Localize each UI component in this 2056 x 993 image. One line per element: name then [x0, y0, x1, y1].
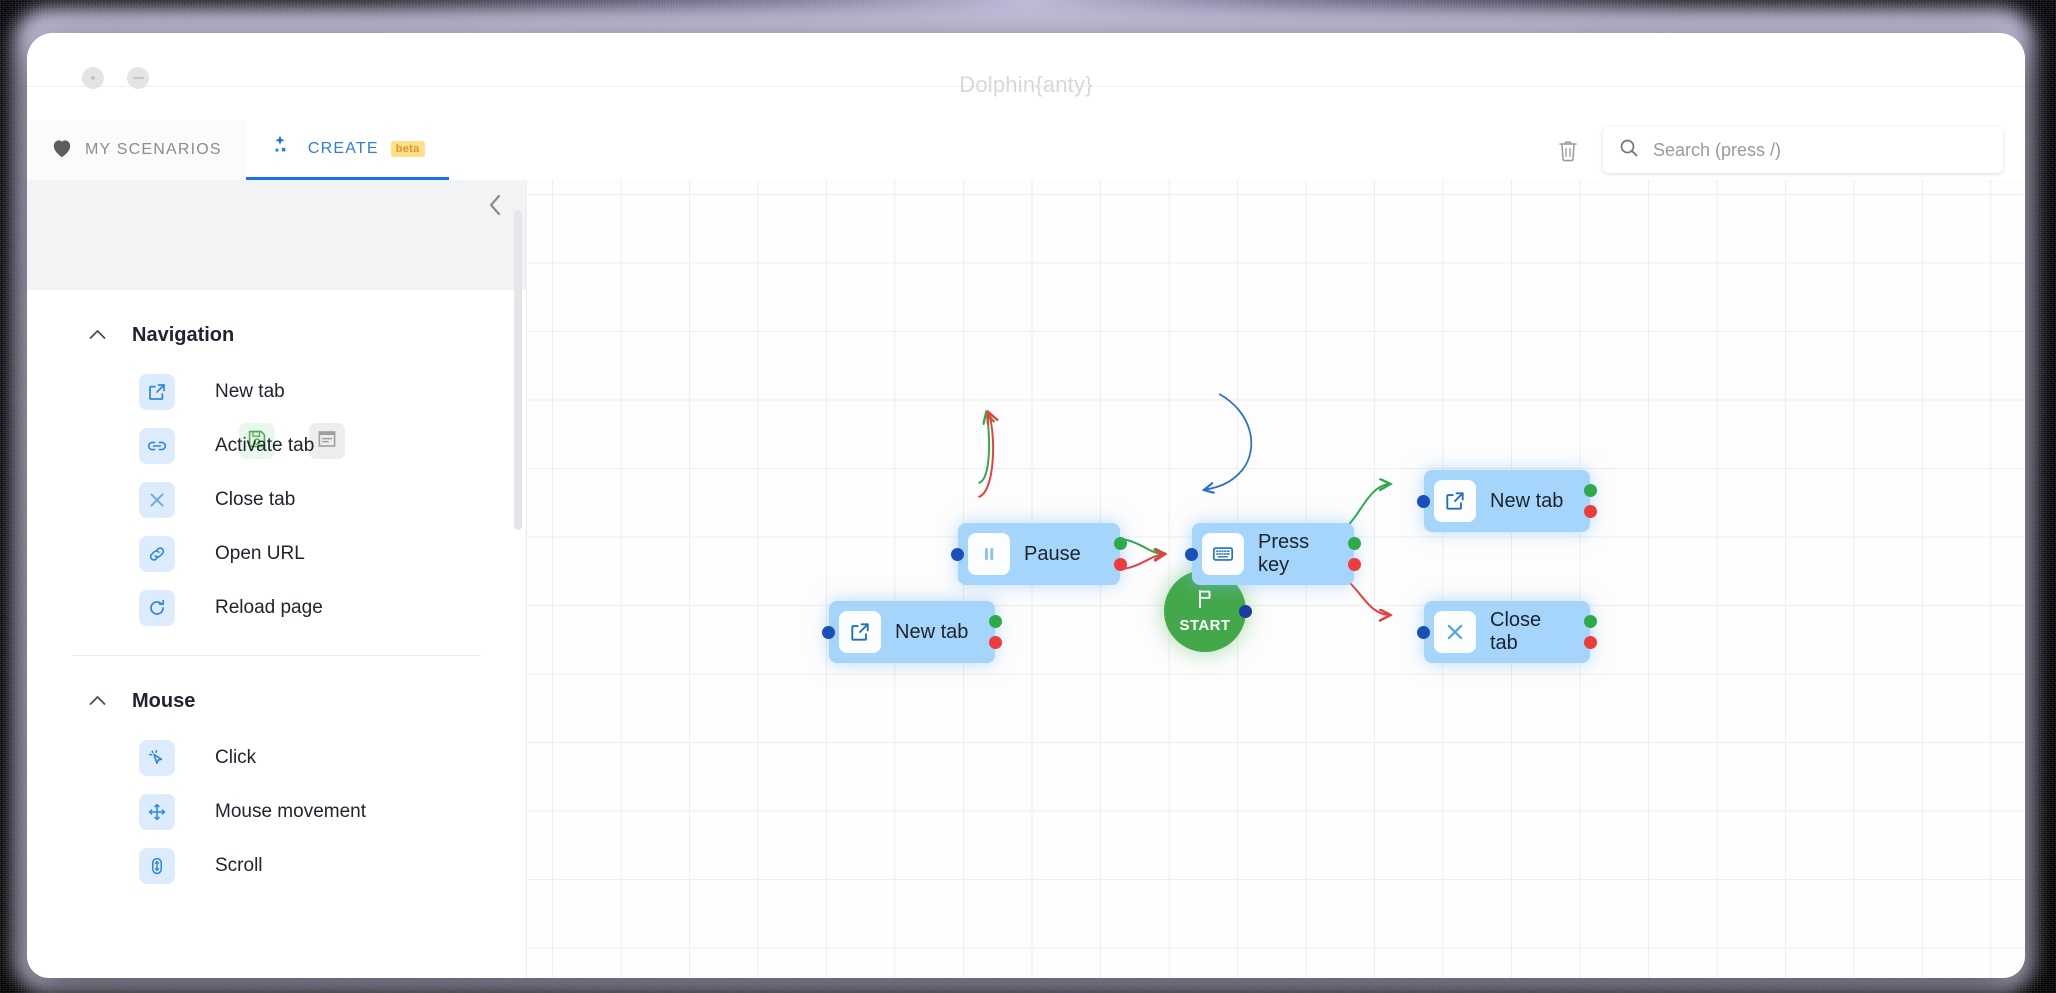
external-link-icon	[839, 611, 881, 653]
minimize-button[interactable]	[127, 67, 149, 89]
heart-icon	[51, 138, 73, 163]
sidebar-item-label: Open URL	[215, 543, 305, 564]
group-title-navigation: Navigation	[132, 324, 235, 346]
sidebar-item-activate-tab[interactable]: Activate tab	[27, 419, 526, 473]
external-link-icon	[1434, 480, 1476, 522]
tab-my-scenarios[interactable]: MY SCENARIOS	[27, 120, 246, 180]
move-arrows-icon	[139, 794, 175, 830]
group-title-mouse: Mouse	[132, 690, 196, 712]
sidebar: Navigation New tab	[27, 180, 527, 978]
sidebar-header	[27, 180, 526, 290]
sidebar-item-click[interactable]: Click	[27, 731, 526, 785]
sidebar-item-label: New tab	[215, 381, 285, 402]
sparkle-icon	[270, 134, 296, 163]
title-bar: Dolphin{anty}	[27, 33, 2025, 97]
sidebar-item-label: Click	[215, 747, 257, 768]
node-close-tab[interactable]: Close tab	[1417, 601, 1597, 663]
start-node-label: START	[1179, 617, 1231, 634]
beta-badge: beta	[390, 140, 425, 157]
error-output-port[interactable]	[989, 636, 1002, 649]
group-header-navigation[interactable]: Navigation	[27, 290, 526, 365]
close-button[interactable]	[82, 67, 104, 89]
sidebar-scrollbar[interactable]	[514, 210, 522, 530]
close-x-icon	[1434, 611, 1476, 653]
group-header-mouse[interactable]: Mouse	[27, 656, 526, 731]
pause-icon	[968, 533, 1010, 575]
sidebar-item-label: Mouse movement	[215, 801, 367, 822]
cursor-click-icon	[139, 740, 175, 776]
external-link-icon	[139, 374, 175, 410]
search-input[interactable]	[1653, 139, 1987, 161]
tab-create-label: CREATE	[307, 139, 379, 157]
group-divider	[72, 655, 481, 656]
tab-bar: MY SCENARIOS CREATE beta	[27, 120, 527, 180]
input-port[interactable]	[1417, 494, 1430, 508]
action-list[interactable]: Navigation New tab	[27, 290, 526, 978]
close-icon	[91, 76, 95, 80]
chevron-up-icon	[89, 694, 106, 709]
note-window-icon	[317, 429, 337, 454]
input-port[interactable]	[1417, 625, 1430, 639]
error-output-port[interactable]	[1114, 558, 1127, 571]
input-port[interactable]	[1185, 547, 1198, 561]
tab-create[interactable]: CREATE beta	[245, 120, 449, 180]
sidebar-item-label: Activate tab	[215, 435, 315, 456]
chevron-left-icon[interactable]	[482, 192, 508, 218]
scenario-canvas[interactable]: START New tab	[528, 180, 2025, 978]
chain-link-icon	[139, 536, 175, 572]
success-output-port[interactable]	[1114, 537, 1127, 550]
sidebar-item-close-tab[interactable]: Close tab	[27, 473, 526, 527]
app-window: Dolphin{anty} MY SCENARIOS CREATE beta	[27, 33, 2025, 978]
trash-icon[interactable]	[1553, 135, 1583, 165]
node-label: Close tab	[1490, 609, 1542, 654]
start-output-port[interactable]	[1239, 604, 1252, 618]
node-label: New tab	[1490, 489, 1564, 512]
sidebar-item-label: Reload page	[215, 597, 323, 618]
search-box[interactable]	[1603, 127, 2003, 173]
sidebar-item-label: Close tab	[215, 489, 296, 510]
node-pause[interactable]: Pause	[951, 523, 1127, 585]
sidebar-item-scroll[interactable]: Scroll	[27, 839, 526, 893]
save-disk-icon	[247, 429, 267, 454]
tab-my-scenarios-label: MY SCENARIOS	[85, 141, 222, 158]
error-output-port[interactable]	[1584, 636, 1597, 649]
node-new-tab-1[interactable]: New tab	[822, 601, 1002, 663]
error-output-port[interactable]	[1348, 558, 1361, 571]
sidebar-item-mouse-movement[interactable]: Mouse movement	[27, 785, 526, 839]
keyboard-icon	[1202, 533, 1244, 575]
input-port[interactable]	[822, 625, 835, 639]
link-tab-icon	[139, 428, 175, 464]
save-button[interactable]	[239, 423, 275, 459]
flag-icon	[1194, 588, 1216, 615]
search-icon	[1619, 138, 1639, 163]
sidebar-item-open-url[interactable]: Open URL	[27, 527, 526, 581]
reload-icon	[139, 590, 175, 626]
minimize-icon	[132, 76, 144, 80]
sidebar-tool-row	[239, 423, 345, 459]
input-port[interactable]	[951, 547, 964, 561]
close-x-icon	[139, 482, 175, 518]
node-new-tab-2[interactable]: New tab	[1417, 470, 1597, 532]
node-label: Pause	[1024, 542, 1081, 565]
sidebar-item-label: Scroll	[215, 855, 263, 876]
node-label: Press key	[1258, 531, 1310, 576]
sidebar-item-reload-page[interactable]: Reload page	[27, 581, 526, 635]
success-output-port[interactable]	[1584, 615, 1597, 628]
success-output-port[interactable]	[989, 615, 1002, 628]
sidebar-item-new-tab[interactable]: New tab	[27, 365, 526, 419]
page-title: Dolphin{anty}	[959, 72, 1093, 97]
node-label: New tab	[895, 620, 969, 643]
error-output-port[interactable]	[1584, 505, 1597, 518]
success-output-port[interactable]	[1348, 537, 1361, 550]
canvas-toolbar	[527, 120, 2025, 180]
scroll-icon	[139, 848, 175, 884]
chevron-up-icon	[89, 328, 106, 343]
success-output-port[interactable]	[1584, 484, 1597, 497]
node-press-key[interactable]: Press key	[1185, 523, 1361, 585]
notes-button[interactable]	[309, 423, 345, 459]
